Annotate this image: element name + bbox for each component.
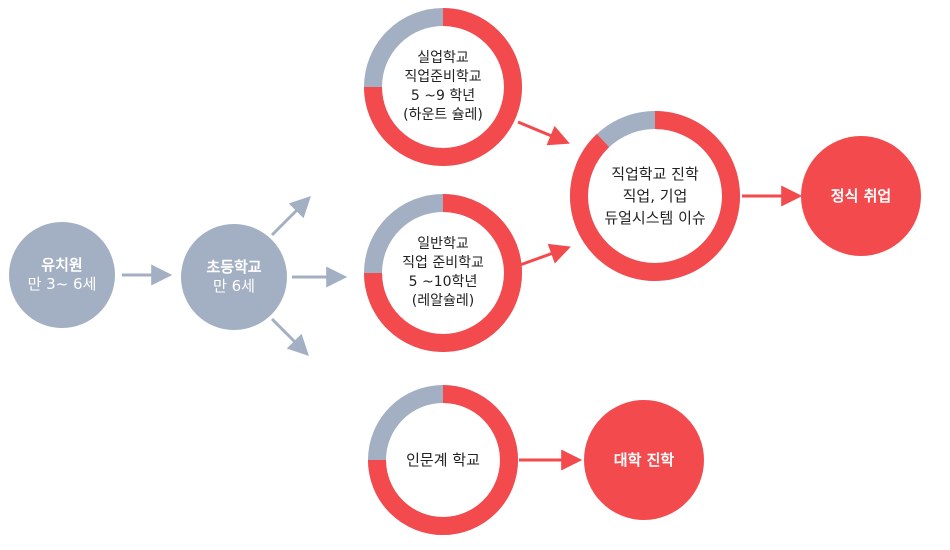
- employment-circle: [801, 136, 921, 256]
- voc-college-line-3: 듀얼시스템 이슈: [604, 209, 706, 227]
- university-circle: [584, 400, 704, 520]
- voc-mid-ring-arc: [364, 194, 522, 352]
- arrow-voc-top-to-voc-college: [517, 120, 570, 146]
- elementary-label: 초등학교 만 6세: [181, 237, 287, 317]
- voc-top-line-3: 5 ~9 학년: [410, 88, 476, 104]
- elementary-age: 만 6세: [213, 277, 255, 295]
- voc-mid-label: 일반학교 직업 준비학교 5 ~10학년 (레알슐레): [383, 226, 503, 320]
- humanities-label: 인문계 학교: [388, 445, 498, 475]
- arrow-elementary-up: [270, 196, 311, 237]
- elementary-circle: [181, 224, 287, 330]
- employment-line-1: 정식 취업: [830, 186, 892, 205]
- humanities-ring-arc: [368, 385, 518, 535]
- employment-label: 정식 취업: [806, 181, 916, 211]
- voc-top-line-1: 실업학교: [417, 50, 469, 66]
- arrow-voc-mid-to-voc-college: [519, 243, 571, 267]
- voc-college-line-2: 직업, 기업: [622, 187, 688, 205]
- arrow-elementary-down: [270, 317, 309, 356]
- humanities-ring: [368, 385, 518, 535]
- voc-mid-line-4: (레알슐레): [411, 293, 475, 309]
- kindergarten-label: 유치원 만 3~ 6세: [9, 235, 115, 315]
- humanities-line-1: 인문계 학교: [406, 450, 480, 469]
- university-line-1: 대학 진학: [613, 450, 675, 469]
- voc-college-ring-arc: [570, 111, 740, 281]
- voc-mid-ring: [364, 194, 522, 352]
- voc-top-line-2: 직업준비학교: [404, 69, 482, 85]
- arrows: [122, 120, 803, 471]
- voc-mid-line-1: 일반학교: [417, 236, 469, 252]
- elementary-title: 초등학교: [206, 258, 262, 276]
- kindergarten-age: 만 3~ 6세: [27, 275, 97, 293]
- voc-top-line-4: (하운트 슐레): [403, 107, 483, 123]
- kindergarten-circle: [9, 222, 115, 328]
- voc-mid-line-2: 직업 준비학교: [402, 255, 484, 271]
- voc-college-ring: [570, 111, 740, 281]
- university-label: 대학 진학: [589, 445, 699, 475]
- voc-mid-line-3: 5 ~10학년: [408, 274, 478, 290]
- voc-top-ring-arc: [364, 8, 522, 166]
- voc-top-label: 실업학교 직업준비학교 5 ~9 학년 (하운트 슐레): [383, 40, 503, 134]
- voc-college-line-1: 직업학교 진학: [611, 165, 699, 183]
- voc-college-label: 직업학교 진학 직업, 기업 듀얼시스템 이슈: [590, 160, 720, 232]
- voc-top-ring: [364, 8, 522, 166]
- kindergarten-title: 유치원: [41, 256, 83, 274]
